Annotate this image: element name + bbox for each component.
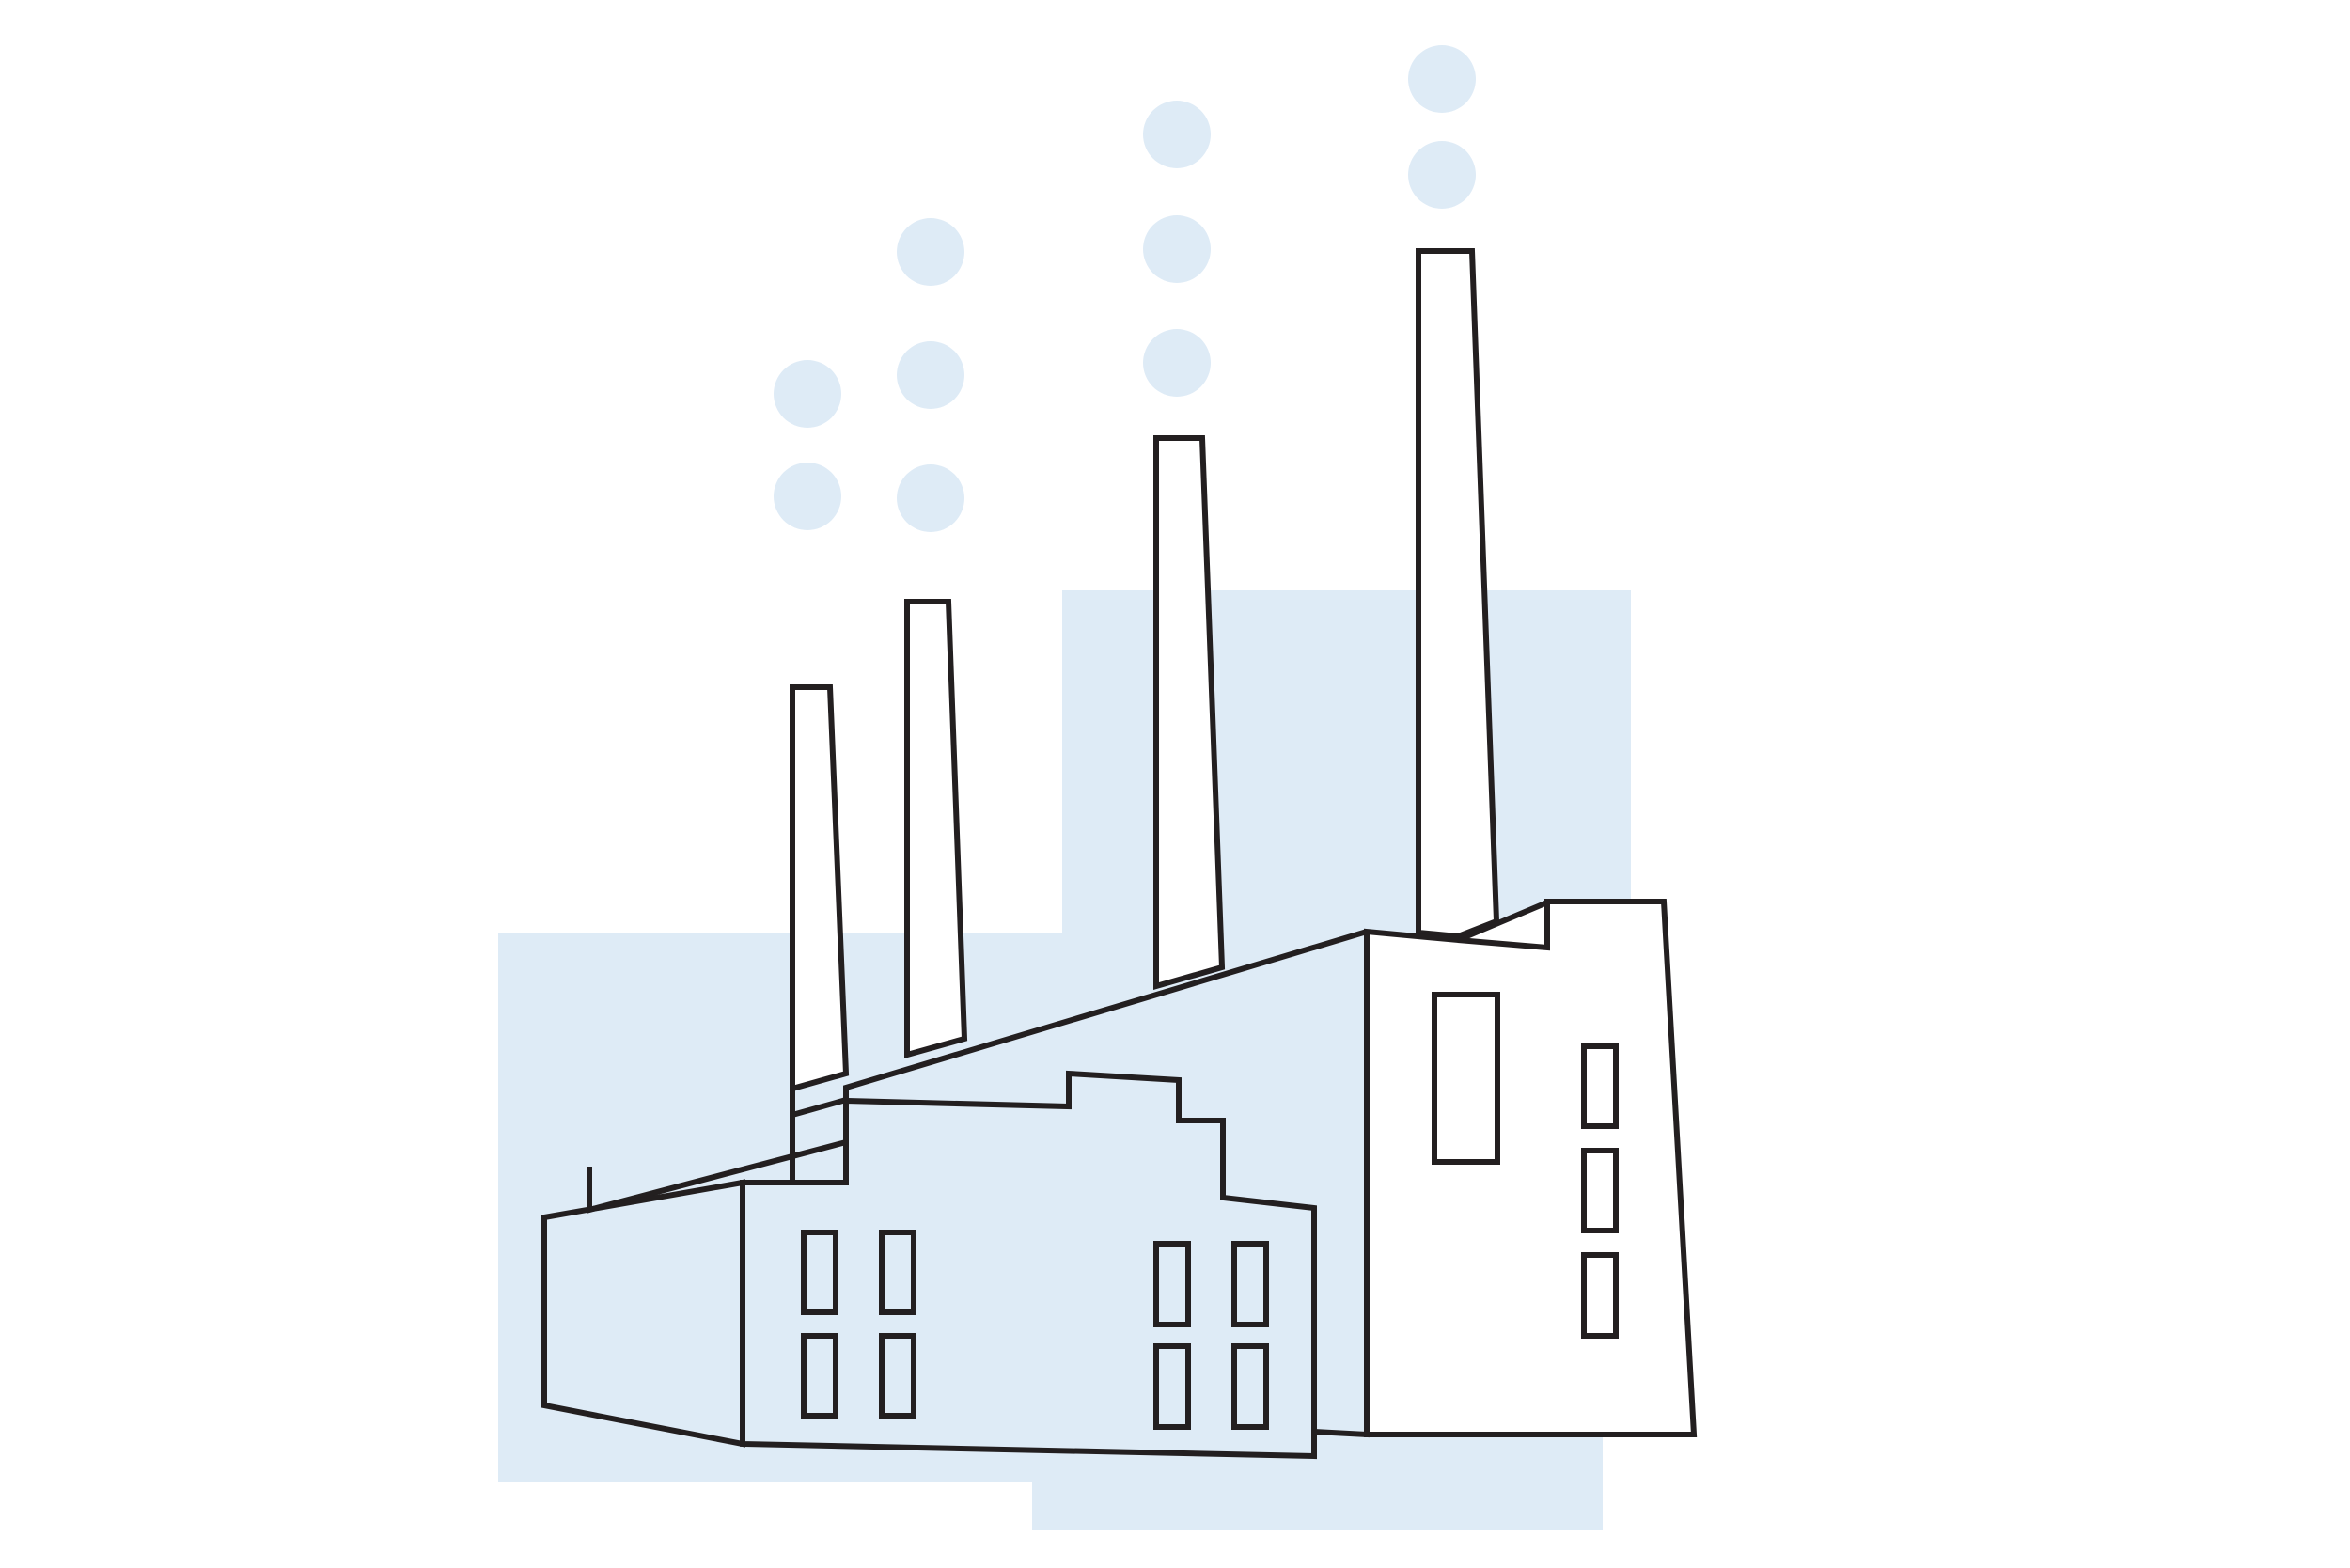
annex-roof-step — [1457, 902, 1550, 951]
window-icon — [879, 1333, 916, 1419]
window-icon — [801, 1230, 838, 1315]
smoke-puff-icon — [897, 341, 964, 409]
smoke-puffs — [774, 45, 1476, 532]
chimney-icon — [904, 599, 968, 1058]
window-icon — [879, 1230, 916, 1315]
smoke-puff-icon — [1143, 329, 1211, 397]
chimney-icon — [1153, 435, 1226, 990]
smoke-puff-icon — [774, 360, 841, 428]
main-hall-right-wall — [1313, 932, 1370, 1438]
right-annex — [1364, 899, 1698, 1437]
chimney-icon — [790, 684, 850, 1092]
window-icon — [1432, 992, 1500, 1165]
smoke-puff-icon — [897, 218, 964, 286]
window-icon — [1153, 1343, 1191, 1430]
smoke-puff-icon — [1408, 141, 1476, 209]
window-icon — [1581, 1043, 1619, 1129]
window-icon — [801, 1333, 838, 1419]
chimney-icon — [1416, 248, 1500, 940]
window-icon — [1231, 1343, 1269, 1430]
chimney-base-line — [790, 1089, 847, 1182]
window-icon — [1581, 1148, 1619, 1233]
smoke-puff-icon — [1408, 45, 1476, 113]
window-icon — [1231, 1241, 1269, 1327]
background-block-main — [498, 590, 1631, 1530]
front-building — [740, 1070, 1317, 1460]
factory-icon — [541, 248, 1698, 1460]
background-blocks — [498, 590, 1631, 1530]
smoke-puff-icon — [897, 464, 964, 532]
window-icon — [1581, 1252, 1619, 1339]
smoke-puff-icon — [1143, 101, 1211, 168]
smoke-puff-icon — [1143, 215, 1211, 283]
window-icon — [1153, 1241, 1191, 1327]
smoke-puff-icon — [774, 463, 841, 530]
